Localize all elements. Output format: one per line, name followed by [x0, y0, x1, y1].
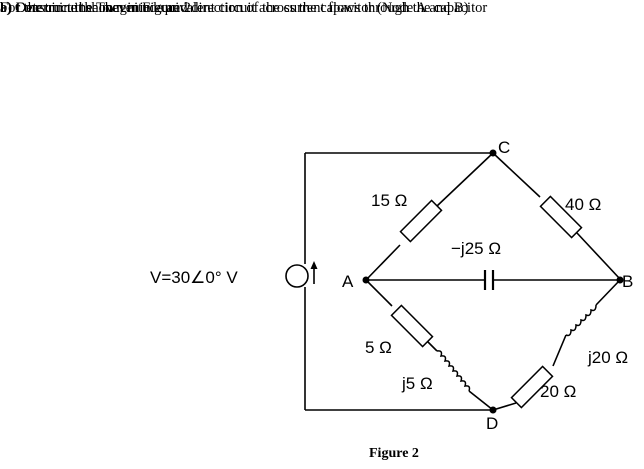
label-j20-ohm: j20 Ω [587, 348, 628, 367]
inductor-j20-ohm [565, 304, 597, 337]
node-c-dot [489, 149, 497, 157]
node-d-dot [489, 406, 497, 414]
resistor-20-ohm [510, 365, 554, 409]
branch-c-b [492, 152, 621, 280]
label-5-ohm: 5 Ω [365, 338, 392, 357]
node-a-label: A [342, 272, 354, 291]
label-capacitor: −j25 Ω [451, 239, 501, 258]
junction-dots [362, 149, 624, 414]
node-b-label: B [622, 272, 633, 291]
outer-wires [304, 152, 493, 411]
inductor-j5-ohm [436, 350, 471, 392]
label-j5-ohm: j5 Ω [401, 374, 433, 393]
intro-text: For the circuit shown in Figure 2 [0, 0, 191, 16]
source-label: V=30∠0° V [150, 268, 238, 287]
label-15-ohm: 15 Ω [371, 191, 407, 210]
resistor-5-ohm [390, 304, 434, 348]
figure-caption: Figure 2 [369, 446, 419, 461]
label-20-ohm: 20 Ω [540, 382, 576, 401]
question-b: b) Determine the magnitude and direction… [0, 0, 488, 16]
node-a-dot [362, 276, 370, 284]
question-a: a) Construct the Thevenin equivalent cir… [0, 0, 469, 16]
voltage-source [285, 261, 318, 288]
node-b-dot [616, 276, 624, 284]
resistor-40-ohm [539, 195, 583, 239]
node-d-label: D [486, 414, 498, 433]
branch-a-d [365, 279, 494, 411]
branch-a-b-capacitor [366, 270, 620, 290]
label-40-ohm: 40 Ω [565, 195, 601, 214]
branch-b-d [492, 279, 621, 411]
node-c-label: C [498, 138, 510, 157]
branch-a-c [365, 152, 494, 281]
